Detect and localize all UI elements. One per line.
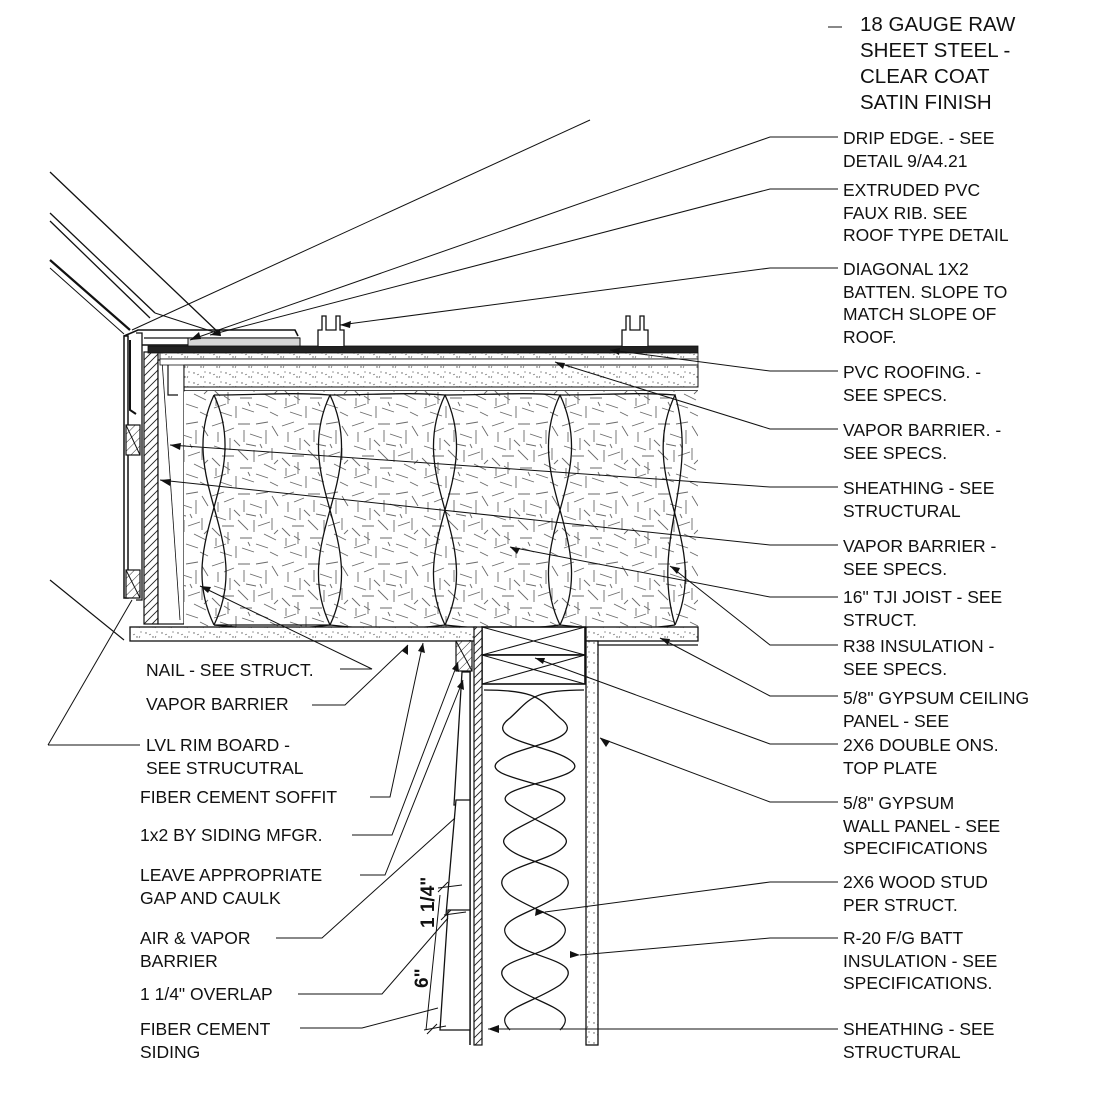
label-vapor-barrier-1: VAPOR BARRIER. -SEE SPECS.	[843, 420, 1002, 463]
ceiling-gypsum	[129, 626, 699, 646]
label-soffit: FIBER CEMENT SOFFIT	[140, 787, 338, 807]
label-lvl-rim: LVL RIM BOARD -SEE STRUCUTRAL	[146, 735, 304, 778]
label-pvc-roofing: PVC ROOFING. -SEE SPECS.	[843, 362, 982, 405]
dimension-exposure-text: 6"	[412, 968, 433, 988]
label-nail: NAIL - SEE STRUCT.	[146, 660, 314, 680]
r38-insulation-cavity	[184, 391, 698, 630]
label-overlap: 1 1/4" OVERLAP	[140, 984, 273, 1004]
r20-wall-insulation	[483, 689, 585, 1031]
leader-lines	[47, 26, 842, 1030]
dimension-lap-text: 1 1/4"	[418, 877, 439, 928]
label-r38: R38 INSULATION -SEE SPECS.	[843, 636, 995, 679]
leader-arrowheads	[160, 321, 680, 1033]
wall-framing	[455, 626, 599, 1046]
label-one-by-two: 1x2 BY SIDING MFGR.	[140, 825, 323, 845]
double-top-plate	[481, 626, 586, 685]
dimension-lines	[423, 881, 467, 1035]
roof-rib-clips	[317, 315, 649, 346]
label-vapor-barrier-2: VAPOR BARRIER -SEE SPECS.	[843, 536, 997, 579]
pitched-roof	[49, 119, 591, 335]
lvl-rim-board	[143, 351, 185, 625]
label-double-plate: 2X6 DOUBLE ONS.TOP PLATE	[843, 735, 999, 778]
label-vapor-barrier-left: VAPOR BARRIER	[146, 694, 289, 714]
